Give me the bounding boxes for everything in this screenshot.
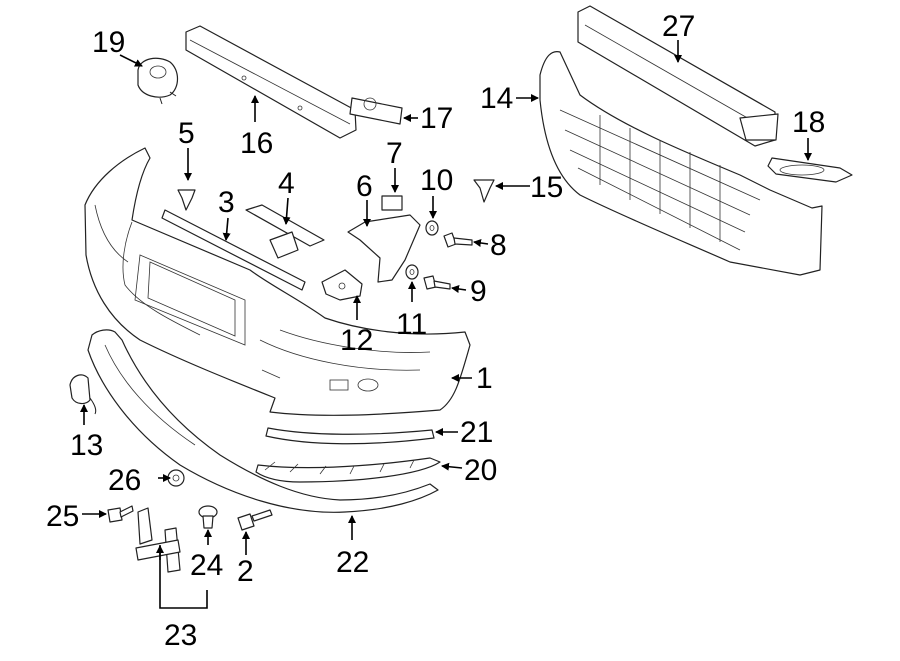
callout-3: 3 bbox=[218, 186, 235, 219]
mount-12 bbox=[321, 269, 363, 301]
label-bracket-17 bbox=[349, 97, 403, 125]
callout-4: 4 bbox=[278, 167, 295, 200]
lower-brackets bbox=[135, 507, 181, 573]
push-clip-15 bbox=[473, 179, 495, 203]
fog-lamp-cover bbox=[69, 374, 97, 415]
impact-absorber bbox=[539, 50, 823, 276]
callout-20: 20 bbox=[464, 454, 497, 487]
callout-labels: 19 5 3 4 16 17 6 7 10 8 9 11 12 15 14 18… bbox=[46, 10, 825, 652]
lower-spoiler bbox=[87, 329, 439, 513]
callout-16: 16 bbox=[240, 127, 273, 160]
callout-12: 12 bbox=[340, 324, 373, 357]
callout-21: 21 bbox=[460, 416, 493, 449]
bolt-9 bbox=[423, 275, 451, 290]
callout-10: 10 bbox=[420, 164, 453, 197]
washer-10 bbox=[425, 220, 439, 236]
callout-7: 7 bbox=[386, 137, 403, 170]
side-bracket bbox=[347, 214, 421, 283]
callout-11: 11 bbox=[396, 308, 427, 341]
callout-1: 1 bbox=[476, 362, 493, 395]
push-clip-5 bbox=[177, 189, 196, 211]
callout-22: 22 bbox=[336, 546, 369, 579]
leader-arrows bbox=[80, 40, 812, 609]
callout-14: 14 bbox=[480, 82, 513, 115]
bolt-24 bbox=[198, 505, 218, 529]
reinforcement-beam bbox=[577, 5, 779, 147]
trim-strip bbox=[265, 427, 435, 445]
bolt-2 bbox=[237, 509, 273, 531]
upper-trim-strip bbox=[161, 209, 306, 291]
callout-26: 26 bbox=[108, 464, 141, 497]
bracket-18 bbox=[767, 157, 853, 183]
callout-23: 23 bbox=[164, 619, 197, 652]
callout-27: 27 bbox=[662, 10, 695, 43]
callout-24: 24 bbox=[190, 549, 223, 582]
callout-2: 2 bbox=[237, 555, 254, 588]
callout-9: 9 bbox=[470, 275, 487, 308]
bumper-bracket-4 bbox=[245, 204, 325, 259]
clip-7 bbox=[381, 195, 403, 211]
callout-18: 18 bbox=[792, 106, 825, 139]
bumper-cover bbox=[84, 147, 471, 416]
tow-hook-cover bbox=[137, 57, 179, 105]
bolt-8 bbox=[443, 232, 473, 248]
callout-8: 8 bbox=[490, 229, 507, 262]
bolt-25 bbox=[107, 505, 134, 523]
washer-11 bbox=[405, 264, 419, 280]
callout-19: 19 bbox=[92, 26, 125, 59]
callout-6: 6 bbox=[356, 170, 373, 203]
upper-reinforcement bbox=[185, 25, 357, 139]
callout-17: 17 bbox=[420, 102, 453, 135]
callout-5: 5 bbox=[178, 117, 195, 150]
lower-grille-strip bbox=[255, 457, 441, 483]
bolt-26 bbox=[167, 469, 185, 487]
callout-25: 25 bbox=[46, 500, 79, 533]
callout-13: 13 bbox=[70, 429, 103, 462]
callout-15: 15 bbox=[530, 171, 563, 204]
